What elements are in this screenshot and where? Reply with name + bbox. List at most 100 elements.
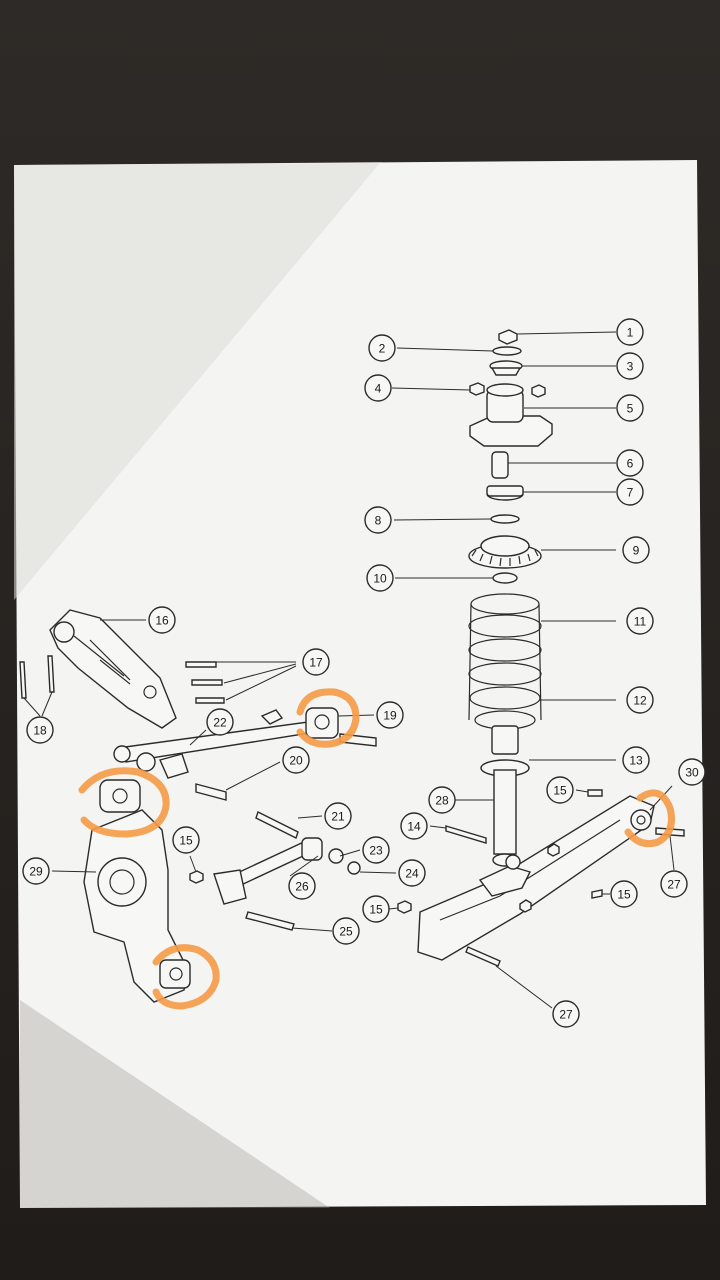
callout-15: 15 [362,895,390,923]
part-shock-body [493,769,517,855]
callout-number: 15 [553,784,567,798]
callout-16: 16 [148,606,176,634]
callout-28: 28 [428,786,456,814]
callout-bubble [206,708,234,736]
callout-17: 17 [302,648,330,676]
callout-11: 11 [626,607,654,635]
callout-8: 8 [364,506,392,534]
callout-number: 9 [633,544,640,558]
callout-bubble [616,478,644,506]
callout-25: 25 [332,917,360,945]
callout-bubble [364,506,392,534]
lateral-link [189,811,412,931]
strut-assembly [468,329,553,867]
callout-number: 5 [627,402,634,416]
callout-number: 18 [33,724,47,738]
callout-number: 23 [369,844,383,858]
callout-bubble [362,895,390,923]
callout-19: 19 [376,701,404,729]
callout-23: 23 [362,836,390,864]
callout-number: 27 [559,1008,573,1022]
callout-bubble [610,880,638,908]
callout-2: 2 [368,334,396,362]
callout-1: 1 [616,318,644,346]
part-bumper [491,451,509,479]
callout-22: 22 [206,708,234,736]
callout-30: 30 [678,758,706,786]
callout-4: 4 [364,374,392,402]
callout-bubble [302,648,330,676]
callout-bubble [364,374,392,402]
callout-bubble [552,1000,580,1028]
callout-bubble [362,836,390,864]
part-nut-top [498,329,518,345]
callout-bubble [400,812,428,840]
lower-control-arm [417,789,685,967]
callout-bubble [616,394,644,422]
callout-number: 24 [405,867,419,881]
callout-number: 25 [339,925,353,939]
highlight-circle-30 [624,789,675,848]
callout-bubble [332,917,360,945]
callout-15: 15 [546,776,574,804]
callout-bubble [622,746,650,774]
callout-bubble [398,859,426,887]
callout-bubble [626,686,654,714]
callout-number: 30 [685,766,699,780]
callout-12: 12 [626,686,654,714]
callout-number: 16 [155,614,169,628]
callout-number: 20 [289,754,303,768]
callout-bubble [366,564,394,592]
callout-3: 3 [616,352,644,380]
callout-number: 26 [295,880,309,894]
callout-24: 24 [398,859,426,887]
callout-29: 29 [22,857,50,885]
callout-bubble [324,802,352,830]
callout-9: 9 [622,536,650,564]
callout-number: 17 [309,656,323,670]
callout-27: 27 [660,870,688,898]
callout-number: 15 [617,888,631,902]
callout-number: 12 [633,694,647,708]
callout-bubble [622,536,650,564]
callout-13: 13 [622,746,650,774]
callout-number: 6 [627,457,634,471]
callout-number: 7 [627,486,634,500]
callout-bubble [26,716,54,744]
callout-5: 5 [616,394,644,422]
callout-number: 3 [627,360,634,374]
callout-number: 14 [407,820,421,834]
callout-10: 10 [366,564,394,592]
callout-number: 19 [383,709,397,723]
callout-bubble [626,607,654,635]
callout-number: 21 [331,810,345,824]
highlight-circle-19 [296,688,360,748]
callout-27: 27 [552,1000,580,1028]
callout-bubble [616,352,644,380]
paper-shadow [14,163,380,600]
callout-number: 27 [667,878,681,892]
highlight-circle-knuckle-bottom [152,944,220,1010]
callout-bubble [616,318,644,346]
callout-number: 10 [373,572,387,586]
highlight-marks [78,688,675,1010]
callout-bubble [172,826,200,854]
callout-bubble [376,701,404,729]
upper-control-arm [19,609,225,729]
callout-number: 2 [379,342,386,356]
callout-bubble [660,870,688,898]
callout-number: 1 [627,326,634,340]
callout-number: 13 [629,754,643,768]
callout-number: 8 [375,514,382,528]
callout-number: 4 [375,382,382,396]
callout-bubble [22,857,50,885]
callout-bubble [368,334,396,362]
callout-bubble [678,758,706,786]
highlight-circle-knuckle-top [78,767,170,838]
callout-bubble [148,606,176,634]
callout-bubble [288,872,316,900]
callout-18: 18 [26,716,54,744]
callout-number: 29 [29,865,43,879]
callout-number: 11 [634,615,647,629]
